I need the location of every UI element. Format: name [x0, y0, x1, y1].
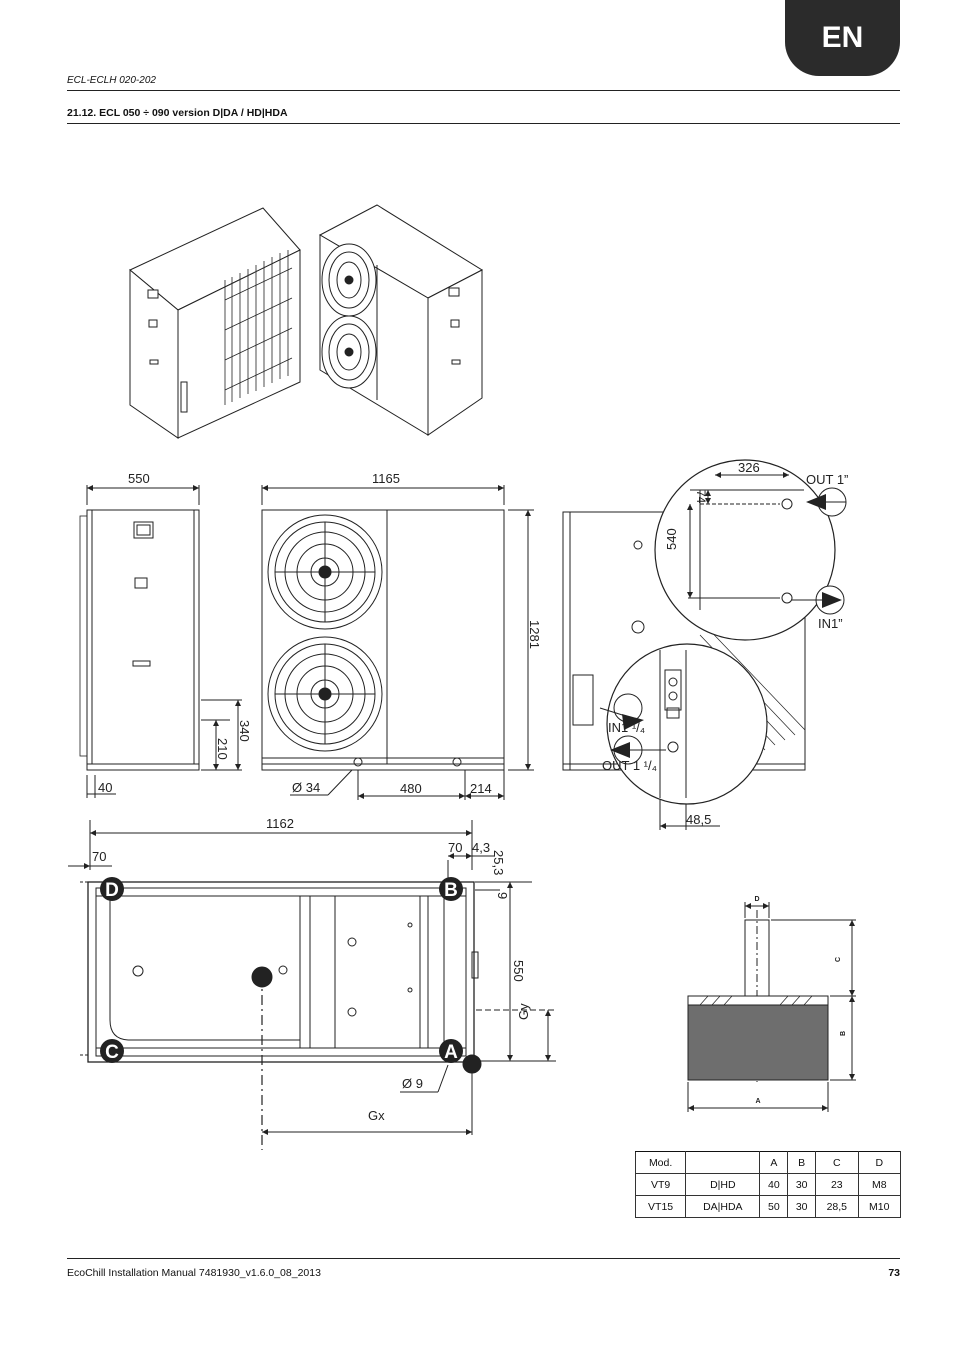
label-in-top: IN1”: [818, 616, 843, 631]
dim-side-width: 550: [128, 471, 150, 486]
page-number: 73: [888, 1267, 900, 1279]
mount-label-d: D: [754, 896, 759, 903]
table-header-cell: A: [759, 1151, 789, 1174]
mount-label-c: C: [835, 957, 842, 962]
table-cell: 23: [815, 1173, 859, 1196]
corner-badge-c: C: [100, 1039, 124, 1063]
mount-detail: D C B A: [687, 896, 856, 1112]
zoom-circle-top: 326 74 540 OUT 1” IN1”: [654, 459, 848, 641]
svg-text:C: C: [105, 1042, 119, 1063]
svg-text:B: B: [444, 880, 458, 901]
table-row: VT9 D|HD 40 30 23 M8: [634, 1173, 902, 1196]
dim-74: 74: [694, 490, 708, 504]
table-header-cell: D: [857, 1151, 902, 1174]
zoom-circle-bottom: IN1 ¹/₄ OUT 1 ¹/₄: [599, 643, 768, 805]
plan-view: 1162 70 70 4,3 25,3 9 550 Gy: [68, 816, 556, 1150]
header-rule: [67, 90, 900, 91]
section-rule: [67, 123, 900, 124]
front-fan-upper: [267, 514, 383, 630]
dim-340: 340: [237, 720, 252, 742]
table-header-row: Mod. A B C D: [634, 1151, 902, 1174]
document-code: ECL-ECLH 020-202: [67, 75, 156, 86]
table-cell: VT9: [634, 1173, 687, 1196]
table-header-cell: B: [787, 1151, 817, 1174]
language-tab: EN: [785, 0, 900, 76]
table-cell: DA|HDA: [685, 1195, 761, 1218]
section-title: 21.12. ECL 050 ÷ 090 version D|DA / HD|H…: [67, 107, 288, 119]
corner-badge-b: B: [439, 877, 463, 901]
dim-214: 214: [470, 781, 492, 796]
dim-210: 210: [215, 738, 230, 760]
dim-plan-depth: 550: [511, 960, 526, 982]
table-header-cell: [685, 1151, 761, 1174]
dim-70-left: 70: [92, 849, 106, 864]
dim-540: 540: [664, 528, 679, 550]
dim-70-right: 70: [448, 840, 462, 855]
dim-25-3: 25,3: [491, 850, 506, 875]
footer-rule: [67, 1258, 900, 1259]
footer-manual-title: EcoChill Installation Manual 7481930_v1.…: [67, 1267, 321, 1279]
label-gy: Gy: [516, 1003, 531, 1020]
front-view: 1165 1281 480 214 Ø 34: [261, 471, 542, 800]
label-out-bottom: OUT 1 ¹/₄: [602, 758, 657, 773]
svg-text:A: A: [444, 1042, 458, 1063]
label-in-bottom: IN1 ¹/₄: [608, 720, 645, 735]
dim-40: 40: [98, 780, 112, 795]
table-cell: 30: [787, 1173, 817, 1196]
iso-fan-lower: [321, 315, 377, 389]
label-out-top: OUT 1”: [806, 472, 848, 487]
table-cell: M8: [857, 1173, 902, 1196]
center-of-gravity-marker: [251, 966, 273, 988]
table-cell: 28,5: [815, 1195, 859, 1218]
technical-drawing: 550 40 340 210: [0, 130, 954, 1150]
mount-label-b: B: [840, 1031, 847, 1036]
front-fan-lower: [267, 636, 383, 752]
mount-spec-table: Mod. A B C D VT9 D|HD 40 30 23 M8 VT15 D…: [634, 1151, 902, 1218]
table-cell: VT15: [634, 1195, 687, 1218]
table-cell: 30: [787, 1195, 817, 1218]
dim-plan-width: 1162: [266, 816, 294, 831]
corner-badge-d: D: [100, 877, 124, 901]
dim-48-5: 48,5: [686, 812, 711, 827]
label-gx: Gx: [368, 1108, 385, 1123]
table-cell: 40: [759, 1173, 789, 1196]
dim-front-width: 1165: [372, 471, 400, 486]
table-header-cell: C: [815, 1151, 859, 1174]
dia-34: Ø 34: [292, 780, 320, 795]
dia-9: Ø 9: [402, 1076, 423, 1091]
mount-label-a: A: [755, 1098, 760, 1105]
dim-9: 9: [495, 892, 510, 899]
table-cell: M10: [857, 1195, 902, 1218]
dim-480: 480: [400, 781, 422, 796]
dim-326: 326: [738, 460, 760, 475]
side-view: 550 40 340 210: [79, 471, 252, 798]
dim-4-3: 4,3: [472, 840, 490, 855]
table-row: VT15 DA|HDA 50 30 28,5 M10: [634, 1195, 902, 1218]
svg-text:D: D: [105, 880, 119, 901]
table-cell: 50: [759, 1195, 789, 1218]
dim-height: 1281: [527, 620, 542, 649]
iso-view-front: [318, 204, 484, 436]
iso-view-rear: [129, 207, 301, 439]
corner-badge-a: A: [439, 1039, 463, 1063]
table-header-cell: Mod.: [634, 1151, 687, 1174]
table-cell: D|HD: [685, 1173, 761, 1196]
iso-fan-upper: [321, 243, 377, 317]
